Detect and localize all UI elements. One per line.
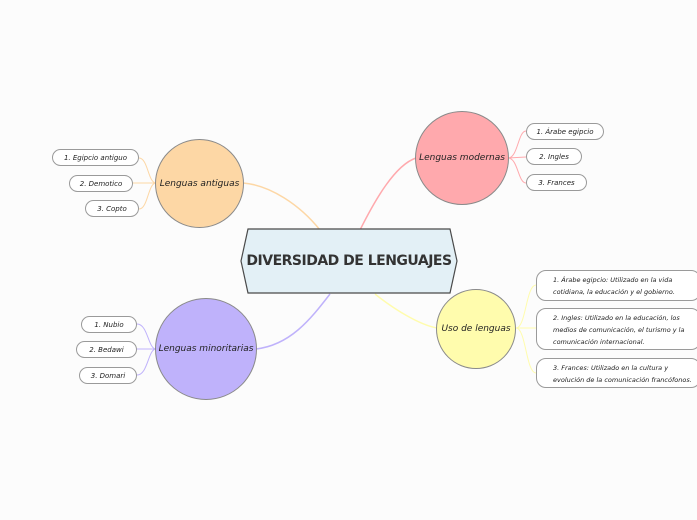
subtopic-ingles[interactable]: 2. Ingles	[526, 148, 582, 165]
subtopic-frances[interactable]: 3. Frances	[526, 174, 587, 191]
subtopic-demotico[interactable]: 2. Demotico	[69, 175, 133, 192]
central-topic-shape	[240, 228, 458, 294]
subtopic-egipcio-antiguo[interactable]: 1. Egipcio antiguo	[52, 149, 139, 166]
note-arabe-egipcio[interactable]: 1. Árabe egipcio: Utilizado en la vida c…	[536, 270, 697, 301]
topic-uso-de-lenguas[interactable]: Uso de lenguas	[436, 289, 516, 369]
subtopic-nubio[interactable]: 1. Nubio	[81, 316, 137, 333]
subtopic-copto[interactable]: 3. Copto	[85, 200, 139, 217]
topic-lenguas-minoritarias[interactable]: Lenguas minoritarias	[155, 298, 257, 400]
subtopic-bedawi[interactable]: 2. Bedawi	[76, 341, 137, 358]
note-frances[interactable]: 3. Frances: Utilizado en la cultura y ev…	[536, 358, 697, 388]
central-topic[interactable]: DIVERSIDAD DE LENGUAJES	[240, 228, 458, 294]
note-ingles[interactable]: 2. Ingles: Utilizado en la educación, lo…	[536, 308, 697, 350]
subtopic-domari[interactable]: 3. Domari	[79, 367, 137, 384]
central-topic-title: DIVERSIDAD DE LENGUAJES	[246, 252, 452, 269]
subtopic-arabe-egipcio[interactable]: 1. Árabe egipcio	[526, 123, 604, 140]
topic-lenguas-antiguas[interactable]: Lenguas antiguas	[155, 139, 244, 228]
topic-lenguas-modernas[interactable]: Lenguas modernas	[415, 111, 509, 205]
